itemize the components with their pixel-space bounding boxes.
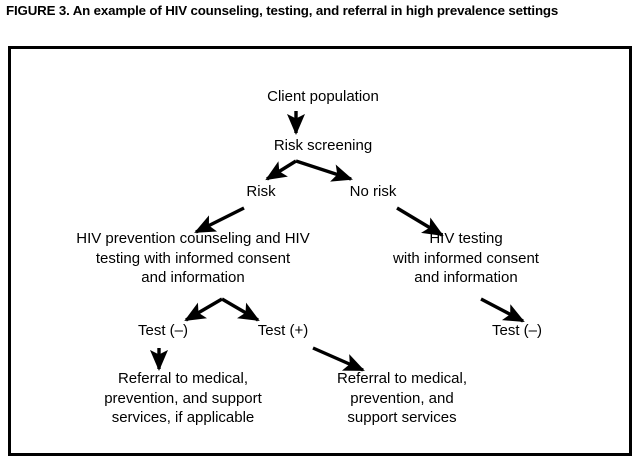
- edge-risk-to-prevention-block: [194, 206, 245, 234]
- flowchart-arrows-layer: [149, 111, 525, 372]
- node-risk-screening: Risk screening: [273, 137, 373, 154]
- node-hiv-testing-informed-consent: HIV testing with informed consent and in…: [393, 230, 539, 286]
- edge-prevention-to-test-positive: [221, 297, 260, 322]
- node-client-population: Client population: [267, 88, 379, 105]
- edge-testing-to-test-negative: [480, 297, 525, 323]
- node-test-positive-risk-path: Test (+): [257, 322, 309, 339]
- node-risk: Risk: [246, 183, 276, 200]
- edge-prevention-to-test-negative: [184, 297, 223, 322]
- edge-screening-to-risk: [265, 159, 297, 181]
- node-no-risk: No risk: [349, 183, 397, 200]
- figure-caption: FIGURE 3. An example of HIV counseling, …: [6, 3, 559, 18]
- node-test-negative-risk-path: Test (–): [137, 322, 188, 339]
- edge-no-risk-to-testing-block: [396, 206, 444, 237]
- edge-screening-to-no-risk: [295, 159, 353, 182]
- edge-test-positive-to-referral-full: [312, 346, 365, 372]
- node-referral-conditional: Referral to medical, prevention, and sup…: [104, 370, 262, 426]
- node-test-negative-no-risk-path: Test (–): [491, 322, 542, 339]
- node-referral-full: Referral to medical, prevention, and sup…: [336, 370, 468, 426]
- figure-frame: Client population Risk screening Risk No…: [8, 46, 632, 456]
- node-hiv-prevention-counseling-and-testing: HIV prevention counseling and HIV testin…: [76, 230, 310, 286]
